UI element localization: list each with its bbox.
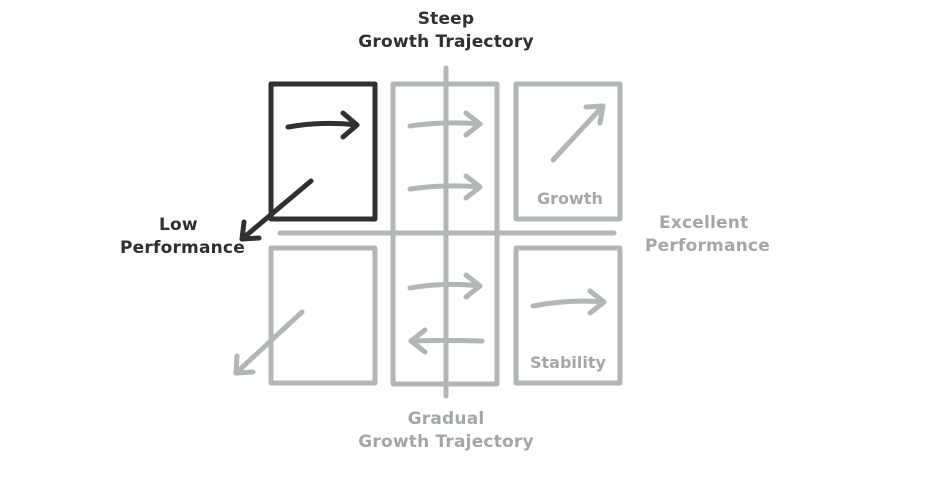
left-arrow-icon: [408, 327, 485, 355]
cell-box-bottom-left: [268, 245, 378, 386]
cell-box-top-middle: [390, 81, 500, 387]
right-axis-label: Excellent Performance: [645, 213, 770, 256]
right-arrow-icon: [407, 110, 483, 138]
down-left-arrow-icon: [239, 178, 314, 242]
bottom-axis-label: Gradual Growth Trajectory: [358, 409, 534, 452]
left-axis-label: Low Performance: [120, 215, 245, 258]
right-arrow-icon: [530, 288, 607, 316]
right-arrow-icon: [407, 173, 483, 201]
growth-cell-label: Growth: [537, 189, 603, 208]
right-arrow-icon: [407, 272, 483, 300]
cell-box-highlighted: [268, 81, 378, 222]
down-left-arrow-icon: [233, 309, 305, 376]
top-axis-label: Steep Growth Trajectory: [358, 9, 534, 52]
cell-box-bottom-right: [513, 245, 623, 386]
stability-cell-label: Stability: [530, 353, 606, 372]
right-arrow-icon: [285, 110, 360, 140]
cell-box-top-right: [513, 81, 623, 222]
up-right-arrow-icon: [550, 103, 606, 163]
